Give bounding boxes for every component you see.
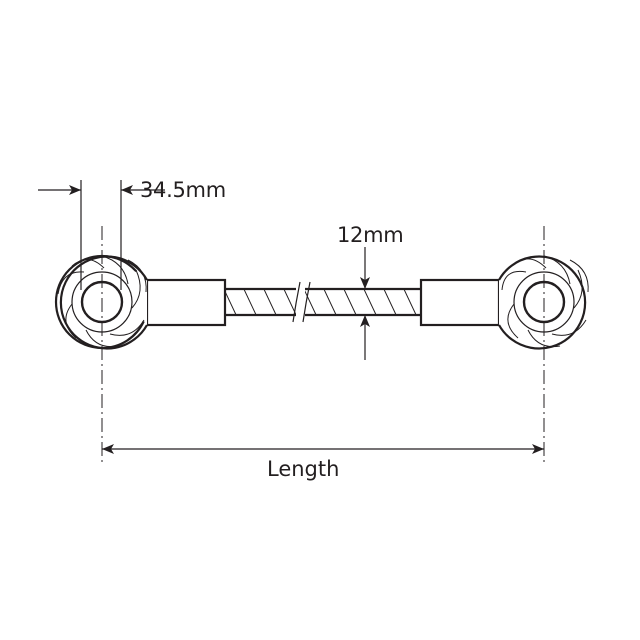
- break-marks: [292, 281, 311, 323]
- right-sleeve: [419, 278, 501, 327]
- left-sleeve: [145, 278, 227, 327]
- rod-diameter-label: 12mm: [337, 223, 404, 247]
- eye-width-dimension: [38, 180, 165, 290]
- threaded-rod: [225, 287, 421, 317]
- eye-width-label: 34.5mm: [140, 178, 226, 202]
- length-label: Length: [267, 457, 340, 481]
